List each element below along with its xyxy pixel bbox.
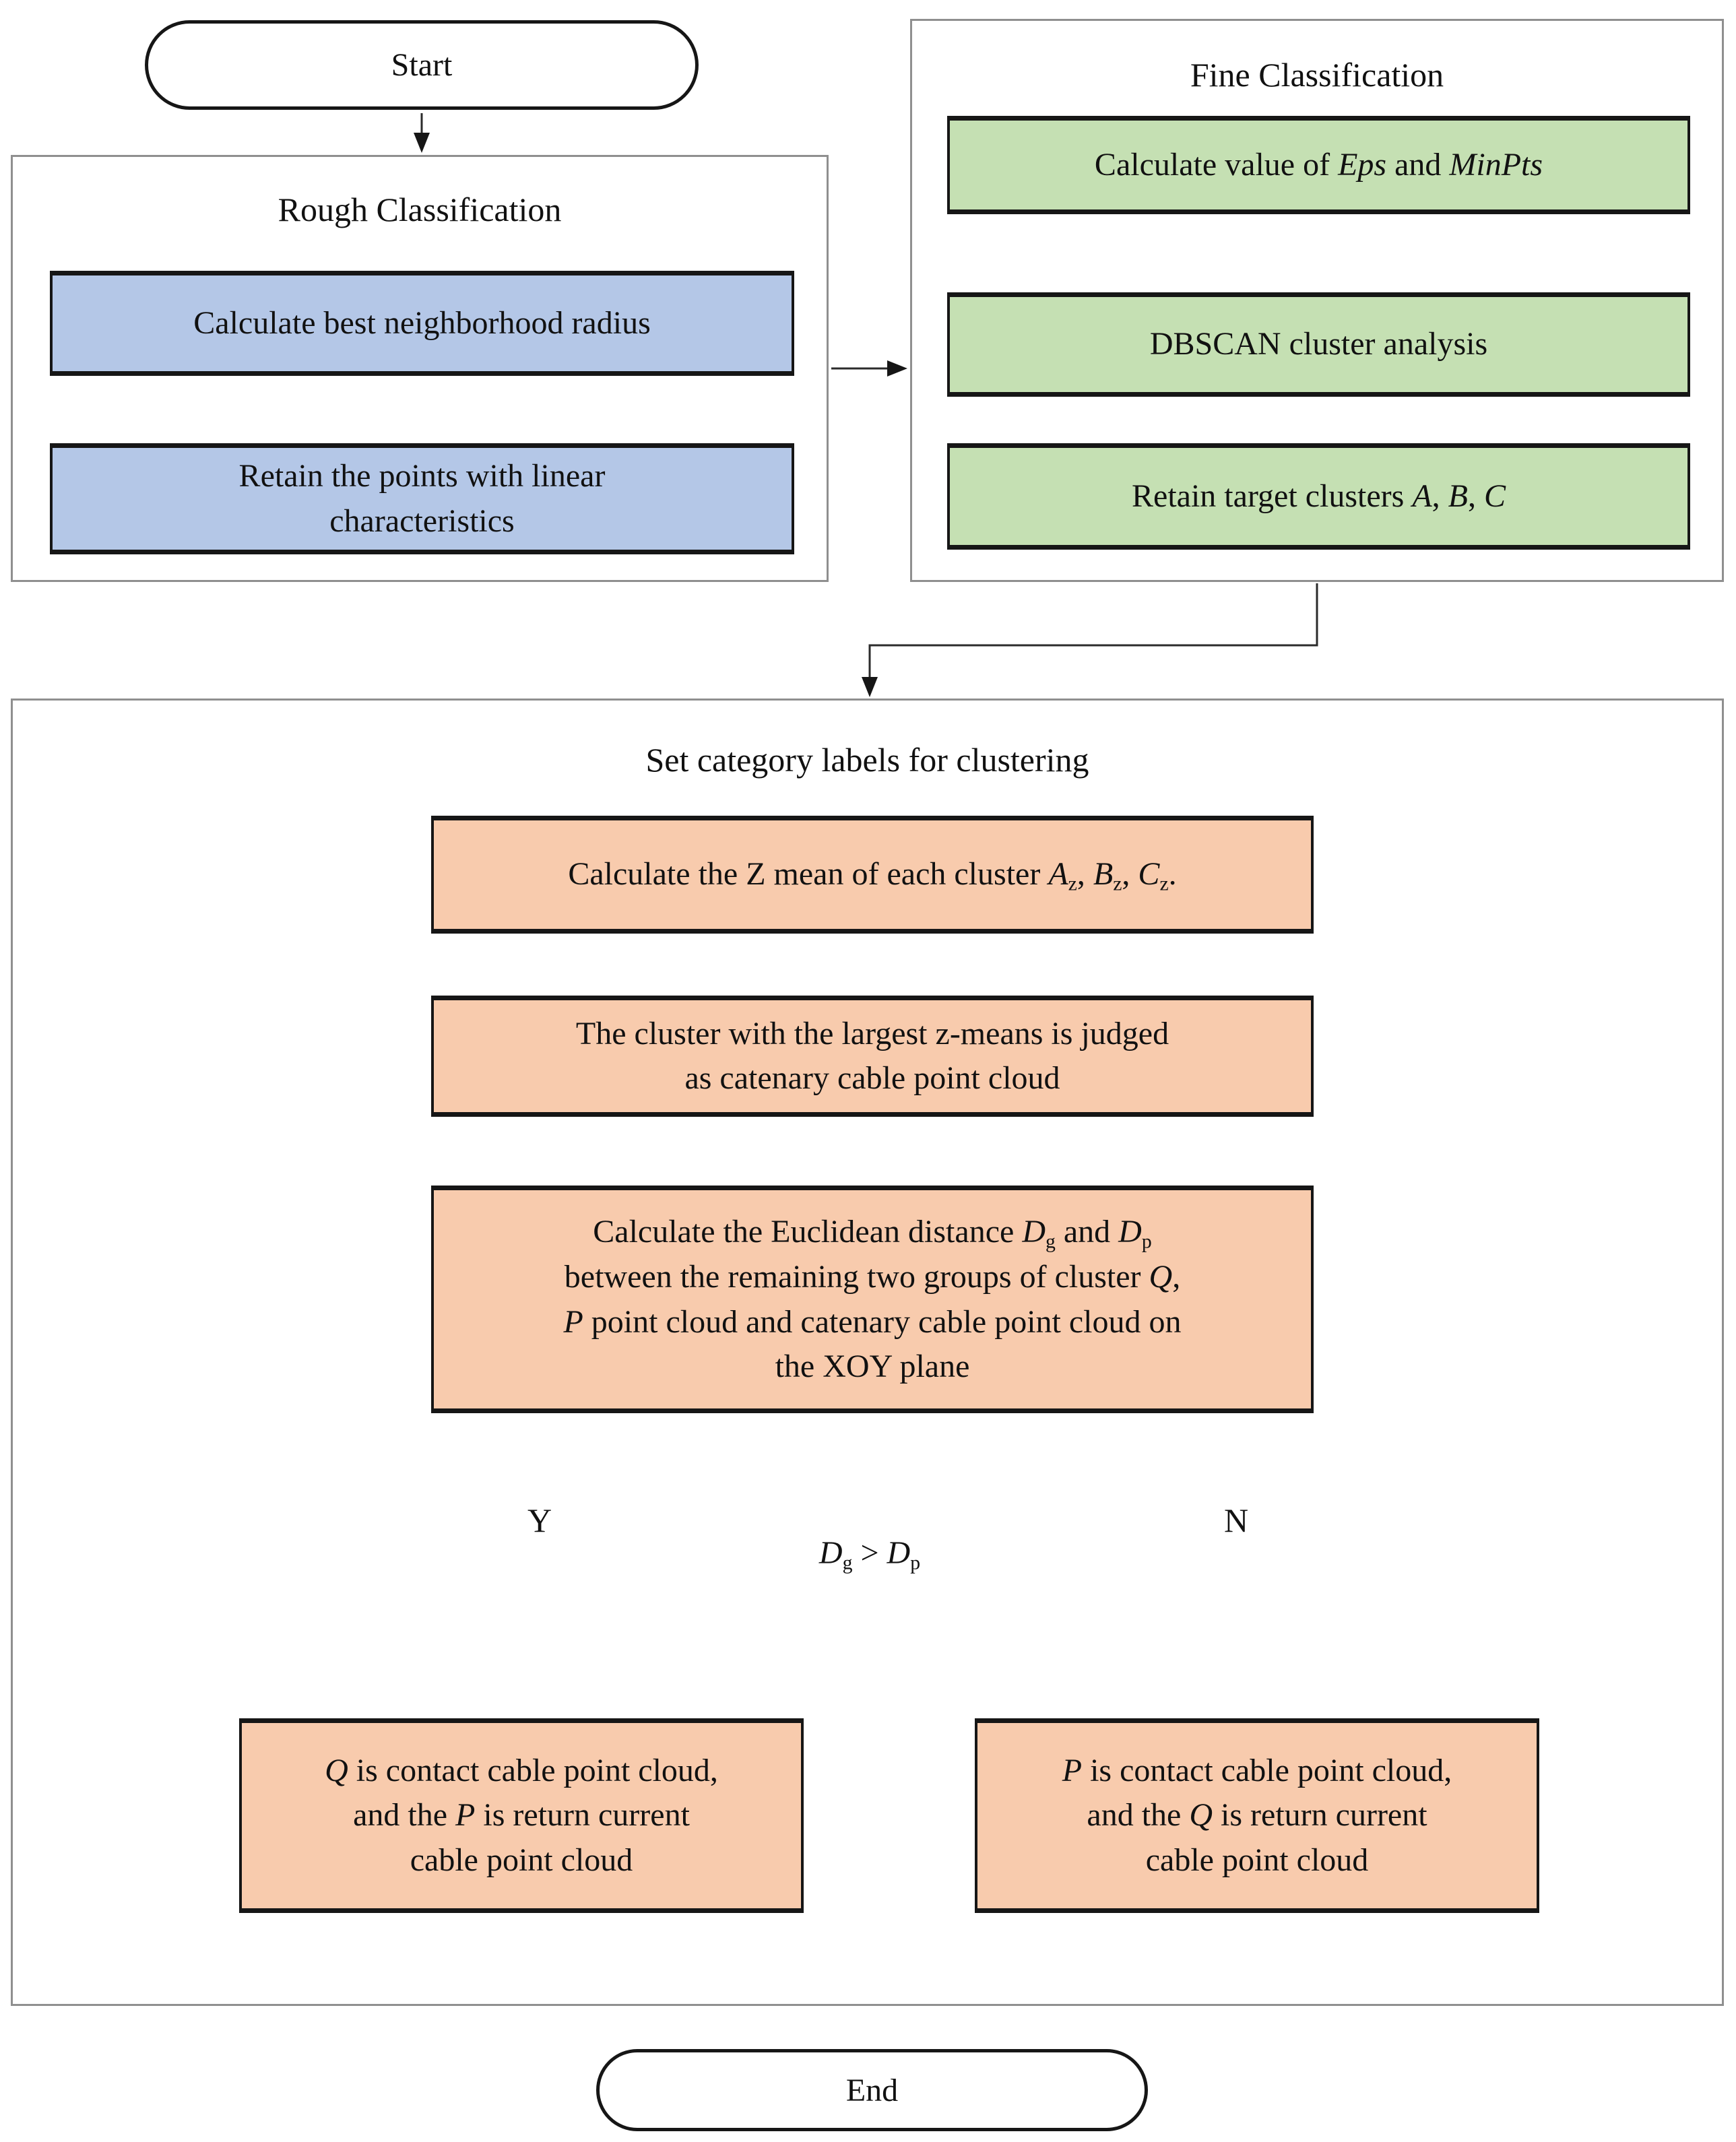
branch-no-label: N bbox=[1223, 1501, 1249, 1539]
start-node: Start bbox=[145, 20, 699, 110]
decision-condition-text: Dg > Dp bbox=[818, 1535, 921, 1574]
decision-condition-label: Dg > Dp bbox=[668, 1513, 1072, 1596]
process-text: The cluster with the largest z-means is … bbox=[575, 1015, 1169, 1096]
process-text: DBSCAN cluster analysis bbox=[1149, 326, 1488, 362]
process-text: Calculate best neighborhood radius bbox=[193, 304, 651, 341]
start-label: Start bbox=[391, 47, 453, 83]
branch-yes-label: Y bbox=[527, 1501, 552, 1539]
process-text: Retain target clusters A, B, C bbox=[1132, 478, 1506, 514]
set-category-labels-group: Set category labels for clustering Calcu… bbox=[11, 699, 1724, 2006]
rough-classification-title: Rough Classification bbox=[278, 191, 562, 228]
process-text: Calculate value of Eps and MinPts bbox=[1094, 146, 1543, 183]
fine-classification-group: Fine Classification Calculate value of E… bbox=[910, 19, 1724, 582]
process-calc-euclidean-distance: Calculate the Euclidean distance Dg and … bbox=[431, 1186, 1314, 1413]
fine-classification-title: Fine Classification bbox=[1190, 56, 1444, 94]
end-node: End bbox=[596, 2049, 1148, 2131]
process-text: Calculate the Euclidean distance Dg and … bbox=[563, 1213, 1182, 1384]
process-retain-target-clusters: Retain target clusters A, B, C bbox=[947, 443, 1690, 550]
process-largest-zmeans-catenary: The cluster with the largest z-means is … bbox=[431, 996, 1314, 1117]
outcome-text: P is contact cable point cloud,and the Q… bbox=[1062, 1753, 1452, 1878]
process-dbscan-cluster: DBSCAN cluster analysis bbox=[947, 292, 1690, 397]
outcome-p-contact-cable: P is contact cable point cloud,and the Q… bbox=[975, 1718, 1539, 1913]
process-calc-z-mean: Calculate the Z mean of each cluster Az,… bbox=[431, 816, 1314, 934]
outcome-q-contact-cable: Q is contact cable point cloud,and the P… bbox=[239, 1718, 804, 1913]
end-label: End bbox=[845, 2072, 899, 2108]
process-text: Calculate the Z mean of each cluster Az,… bbox=[568, 855, 1177, 895]
process-calc-neighborhood-radius: Calculate best neighborhood radius bbox=[50, 271, 794, 376]
set-category-labels-title: Set category labels for clustering bbox=[645, 741, 1089, 779]
process-calc-eps-minpts: Calculate value of Eps and MinPts bbox=[947, 116, 1690, 214]
outcome-text: Q is contact cable point cloud,and the P… bbox=[325, 1753, 718, 1878]
rough-classification-group: Rough Classification Calculate best neig… bbox=[11, 155, 829, 582]
arrow-fine-to-cluster bbox=[862, 583, 1318, 697]
